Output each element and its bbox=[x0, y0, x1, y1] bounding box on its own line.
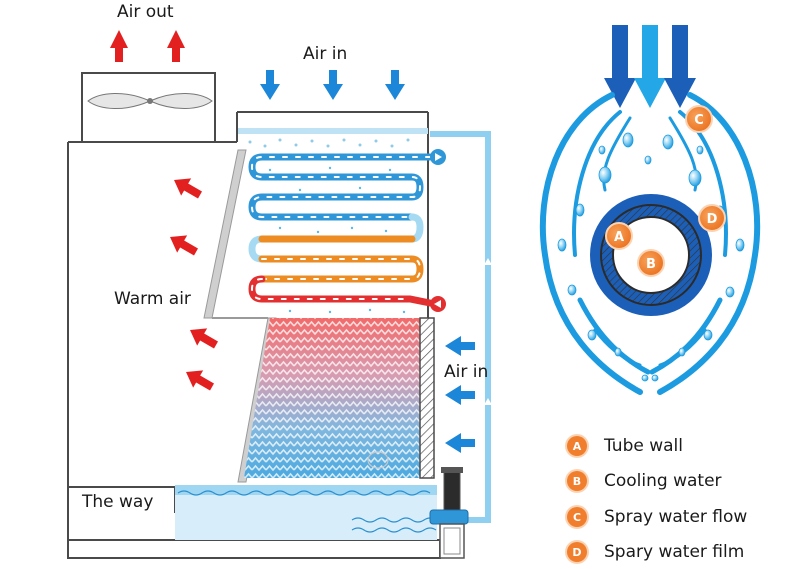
pipe-flow-arrows bbox=[484, 258, 492, 405]
legend-badge-a: A bbox=[567, 436, 587, 456]
spray-bar bbox=[238, 128, 428, 148]
legend-badge-d: D bbox=[567, 542, 587, 562]
recirculation-pipe bbox=[430, 131, 491, 523]
marker-d-label: D bbox=[707, 212, 718, 227]
spray-droplets bbox=[268, 166, 406, 314]
pump-icon bbox=[429, 467, 469, 559]
marker-b: B bbox=[637, 249, 665, 277]
legend-item-d: D Spary water film bbox=[567, 542, 744, 562]
marker-c-label: C bbox=[694, 113, 704, 128]
legend-text-c: Spray water flow bbox=[604, 507, 748, 527]
marker-c: C bbox=[685, 105, 713, 133]
water-basin bbox=[69, 485, 437, 540]
legend-item-b: B Cooling water bbox=[567, 471, 722, 491]
louver-panel bbox=[419, 317, 435, 479]
legend-item-a: A Tube wall bbox=[567, 436, 683, 456]
marker-d: D bbox=[698, 204, 726, 232]
legend-item-c: C Spray water flow bbox=[567, 507, 747, 527]
marker-b-label: B bbox=[646, 257, 656, 272]
marker-a-label: A bbox=[614, 230, 624, 245]
cooling-coil bbox=[248, 153, 434, 307]
spray-inflow-arrows bbox=[604, 25, 696, 108]
legend-badge-c: C bbox=[567, 507, 587, 527]
fill-media bbox=[244, 318, 420, 478]
marker-a: A bbox=[605, 222, 633, 250]
the-way-label: The way bbox=[82, 492, 154, 512]
tube-detail-view: A B C D bbox=[539, 25, 761, 395]
air-in-side-label: Air in bbox=[444, 362, 489, 382]
legend-text-d: Spary water film bbox=[604, 542, 745, 562]
legend-text-b: Cooling water bbox=[604, 471, 722, 491]
warm-air-label: Warm air bbox=[114, 289, 191, 309]
spray-flow-streams bbox=[539, 92, 761, 395]
fan-icon bbox=[87, 93, 213, 109]
legend-text-a: Tube wall bbox=[604, 436, 683, 456]
air-in-top-arrows bbox=[260, 70, 405, 100]
air-out-arrows bbox=[110, 30, 185, 62]
air-in-side-arrows bbox=[445, 336, 475, 453]
air-in-top-label: Air in bbox=[303, 44, 348, 64]
legend-badge-b: B bbox=[567, 471, 587, 491]
warm-air-arrows bbox=[170, 178, 218, 391]
air-out-label: Air out bbox=[117, 2, 174, 22]
